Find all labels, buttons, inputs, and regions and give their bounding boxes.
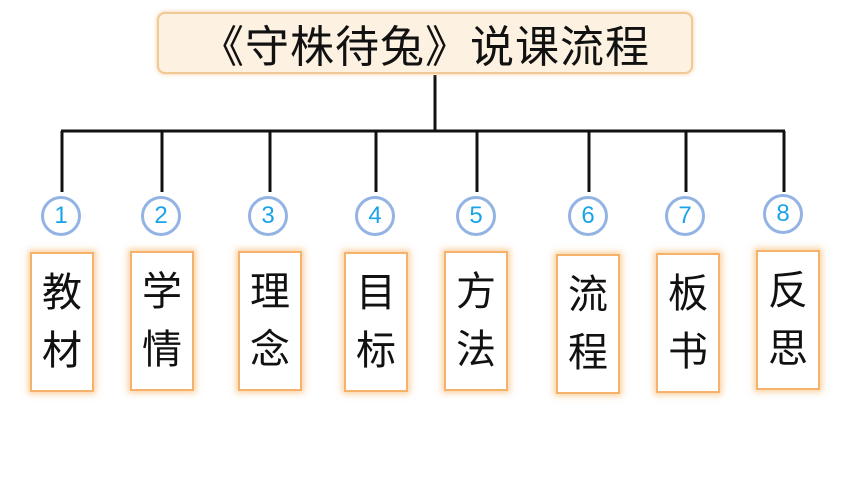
step-number-7: 7 — [665, 196, 705, 236]
step-card-3: 理 念 — [238, 251, 302, 391]
title-box: 《守株待兔》说课流程 — [157, 12, 693, 74]
step-char: 目 — [356, 270, 396, 316]
step-number-2: 2 — [141, 196, 181, 236]
step-number-6: 6 — [568, 196, 608, 236]
step-number-8: 8 — [763, 194, 803, 234]
step-char: 教 — [42, 270, 82, 316]
step-card-2: 学 情 — [130, 251, 194, 391]
step-char: 材 — [42, 328, 82, 374]
step-number-1: 1 — [41, 196, 81, 236]
step-char: 标 — [356, 328, 396, 374]
step-char: 学 — [142, 269, 182, 315]
step-char: 反 — [768, 268, 808, 314]
step-char: 程 — [568, 330, 608, 376]
diagram-title: 《守株待兔》说课流程 — [200, 22, 650, 73]
step-card-4: 目 标 — [344, 252, 408, 392]
step-char: 书 — [668, 329, 708, 375]
step-char: 思 — [768, 326, 808, 372]
step-char: 念 — [250, 327, 290, 373]
step-char: 板 — [668, 271, 708, 317]
step-number-5: 5 — [456, 196, 496, 236]
step-char: 情 — [142, 327, 182, 373]
step-card-8: 反 思 — [756, 250, 820, 390]
step-card-6: 流 程 — [556, 254, 620, 394]
step-char: 理 — [250, 269, 290, 315]
step-card-5: 方 法 — [444, 251, 508, 391]
step-char: 流 — [568, 272, 608, 318]
step-char: 方 — [456, 269, 496, 315]
step-number-4: 4 — [355, 196, 395, 236]
step-card-7: 板 书 — [656, 253, 720, 393]
step-char: 法 — [456, 327, 496, 373]
step-card-1: 教 材 — [30, 252, 94, 392]
step-number-3: 3 — [248, 196, 288, 236]
